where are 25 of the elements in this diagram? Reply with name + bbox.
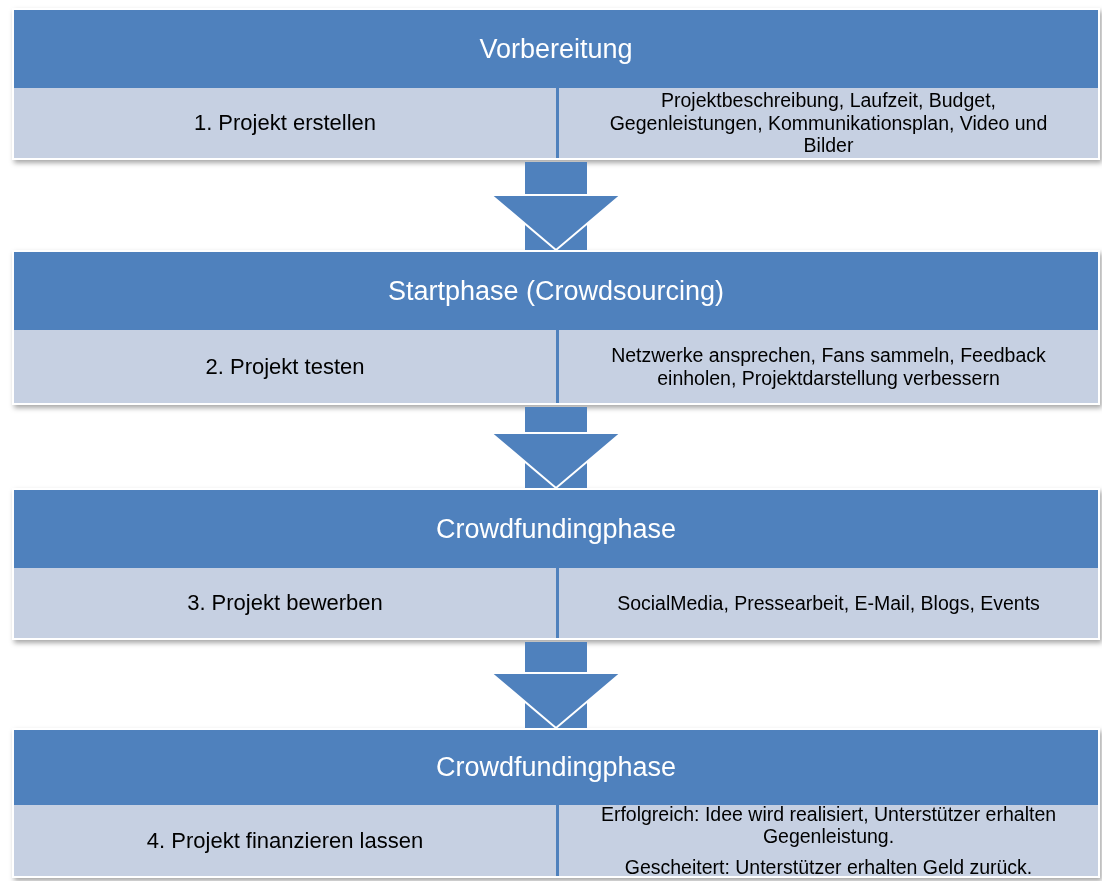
table-cell — [14, 88, 556, 158]
stage-heading: Crowdfundingphase — [435, 513, 677, 545]
cell-text: 4. Projekt finanzieren lassen — [146, 827, 424, 854]
cell-text: 1. Projekt erstellen — [193, 110, 377, 136]
table-cell — [559, 805, 1098, 876]
cell-text: Gescheitert: Unterstützer erhalten Geld zurück. — [624, 855, 1033, 879]
cell-text: 3. Projekt bewerben — [187, 590, 383, 616]
table-cell — [14, 568, 556, 638]
cell-text: SocialMedia, Pressearbeit, E-Mail, Blogs, Events — [617, 591, 1040, 615]
stage-heading: Startphase (Crowdsourcing) — [387, 275, 725, 307]
stage-heading: Crowdfundingphase — [435, 752, 677, 783]
table-cell — [559, 88, 1098, 158]
table-cell — [14, 805, 556, 876]
stage-panel — [12, 8, 1100, 160]
cell-text: Erfolgreich: Idee wird realisiert, Unterstützer erhalten Gegenleistung. — [599, 802, 1058, 848]
table-cell — [559, 568, 1098, 638]
cell-text: Projektbeschreibung, Laufzeit, Budget, Gegenleistungen, Kommunikationsplan, Video und Bilder — [608, 89, 1049, 157]
stage-panel — [12, 488, 1100, 640]
stage-panel — [12, 250, 1100, 405]
stage-heading: Vorbereitung — [479, 33, 633, 65]
stage-panel — [12, 728, 1100, 878]
cell-text: 2. Projekt testen — [205, 353, 365, 380]
table-cell — [559, 330, 1098, 403]
table-cell — [14, 330, 556, 403]
cell-text: Netzwerke ansprechen, Fans sammeln, Feedback einholen, Projektdarstellung verbessern — [610, 344, 1047, 389]
